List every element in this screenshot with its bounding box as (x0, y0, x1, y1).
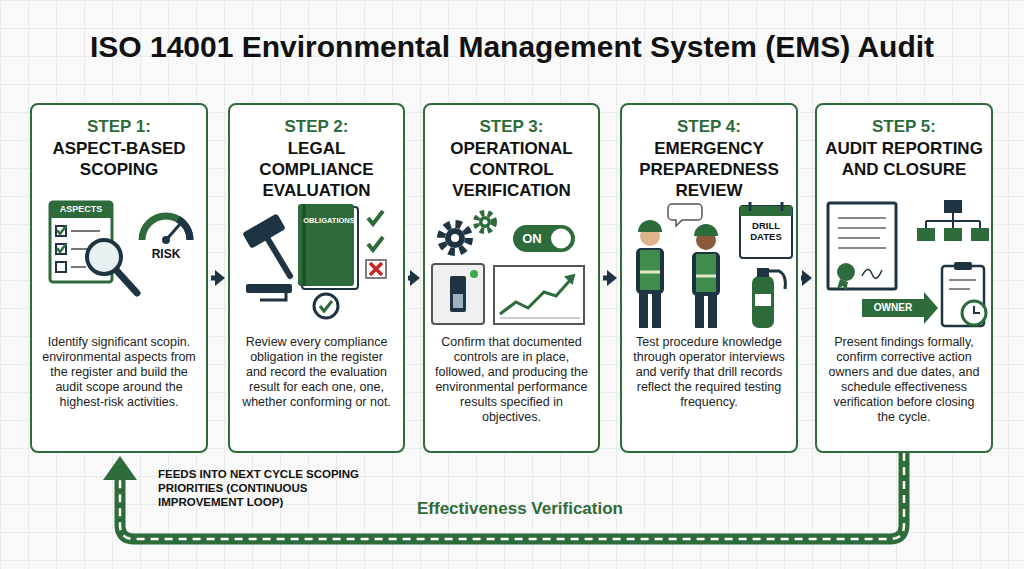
step-number: STEP 4: (628, 117, 790, 137)
step-description: Test procedure knowledge through operato… (631, 335, 787, 410)
step-description: Review every compliance obligation in th… (239, 335, 394, 410)
step-heading: ASPECT-BASED SCOPING (38, 138, 200, 180)
loop-label: Effectiveness Verification (417, 499, 623, 519)
loop-note: FEEDS INTO NEXT CYCLE SCOPING PRIORITIES… (158, 468, 394, 509)
flow-connector (603, 270, 617, 286)
step-description: Identify significant scopin. environment… (41, 335, 197, 410)
arrow-head (410, 270, 420, 286)
step-box: STEP 1:ASPECT-BASED SCOPING Identify sign… (30, 103, 208, 453)
icon-label: RISK (142, 247, 190, 261)
flow-connector (408, 270, 420, 286)
step-description: Confirm that documented controls are in … (434, 335, 589, 425)
step-heading: OPERATIONAL CONTROL VERIFICATION (431, 138, 592, 201)
step-box: STEP 5:AUDIT REPORTING AND CLOSURE Presen… (815, 103, 993, 453)
step-heading: EMERGENCY PREPAREDNESS REVIEW (628, 138, 790, 201)
step-box: STEP 2:LEGAL COMPLIANCE EVALUATION Review… (228, 103, 405, 453)
icon-label: OBLIGATIONS (302, 216, 356, 225)
loop-line (120, 453, 904, 539)
diagram-title: ISO 14001 Environmental Management Syste… (0, 30, 1024, 64)
step-heading: AUDIT REPORTING AND CLOSURE (823, 138, 985, 180)
icon-label: ASPECTS (50, 204, 112, 215)
step-description: Present findings formally, confirm corre… (826, 335, 982, 425)
arrow-head (215, 270, 225, 286)
flow-connector (103, 453, 904, 539)
step-heading: LEGAL COMPLIANCE EVALUATION (236, 138, 397, 201)
step-box: STEP 4:EMERGENCY PREPAREDNESS REVIEW Test… (620, 103, 798, 453)
step-number: STEP 5: (823, 117, 985, 137)
step-box: STEP 3:OPERATIONAL CONTROL VERIFICATION C… (423, 103, 600, 453)
icon-label: OWNER (864, 302, 922, 314)
icon-label: DRILL DATES (741, 220, 791, 243)
flow-connector (211, 270, 225, 286)
step-number: STEP 3: (431, 117, 592, 137)
loop-dash (120, 453, 904, 539)
arrow-head (103, 456, 137, 480)
step-number: STEP 2: (236, 117, 397, 137)
icon-label: ON (515, 231, 549, 247)
arrow-head (802, 270, 812, 286)
flow-connector (801, 270, 812, 286)
step-number: STEP 1: (38, 117, 200, 137)
arrow-head (607, 270, 617, 286)
